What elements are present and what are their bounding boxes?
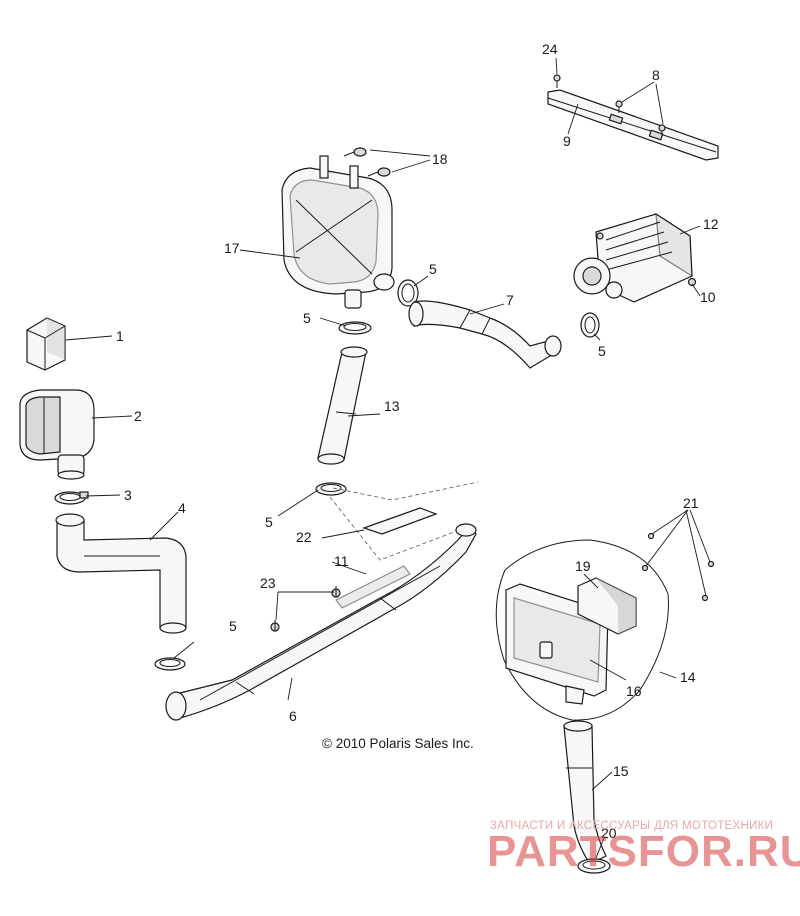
callout-17: 17 xyxy=(224,240,240,256)
callout-24: 24 xyxy=(542,41,558,57)
callout-9: 9 xyxy=(563,133,571,149)
callout-14: 14 xyxy=(680,669,696,685)
part-5-clamp-b xyxy=(397,279,419,307)
part-14-filter-assembly xyxy=(495,539,669,721)
part-5-clamp-d xyxy=(315,482,347,496)
part-19-foam-pad xyxy=(577,577,637,635)
copyright-notice: © 2010 Polaris Sales Inc. xyxy=(322,736,474,751)
part-4-elbow-duct xyxy=(55,513,187,634)
part-12-engine-assembly xyxy=(573,212,693,303)
part-1-foam-block xyxy=(26,317,66,371)
callout-23: 23 xyxy=(260,575,276,591)
part-18-bolts xyxy=(343,147,391,177)
callout-6: 6 xyxy=(289,708,297,724)
callout-22: 22 xyxy=(296,529,312,545)
callout-18: 18 xyxy=(432,151,448,167)
leader-lines xyxy=(65,57,711,859)
part-10-nut xyxy=(687,277,697,287)
part-23-push-pins xyxy=(270,586,341,632)
part-24-screw xyxy=(553,74,561,88)
part-20-clamp xyxy=(577,858,611,874)
callout-7: 7 xyxy=(506,292,514,308)
part-9-bracket xyxy=(547,89,719,161)
callout-5-d: 5 xyxy=(265,514,273,530)
part-13-intake-tube xyxy=(317,346,368,465)
callout-16: 16 xyxy=(626,683,642,699)
callout-5-a: 5 xyxy=(303,310,311,326)
callout-4: 4 xyxy=(178,500,186,516)
callout-11: 11 xyxy=(334,553,349,569)
part-8-screws xyxy=(615,100,666,137)
part-5-clamp-e xyxy=(154,657,186,671)
callout-5-b: 5 xyxy=(429,261,437,277)
callout-12: 12 xyxy=(703,216,719,232)
callout-1: 1 xyxy=(116,328,124,344)
part-3-clamp xyxy=(54,491,89,505)
part-22-foam-strip xyxy=(329,481,479,561)
part-17-resonator-box xyxy=(281,155,395,309)
callout-10: 10 xyxy=(700,289,716,305)
callout-labels: 1 2 3 4 5 5 5 5 5 6 7 8 9 10 11 12 13 14… xyxy=(116,41,719,841)
callout-2: 2 xyxy=(134,408,142,424)
part-6-long-duct xyxy=(165,523,477,721)
part-7-curved-hose xyxy=(408,300,562,369)
part-15-outlet-tube xyxy=(563,720,607,865)
part-16-outlet-neck xyxy=(565,685,585,705)
callout-3: 3 xyxy=(124,487,132,503)
callout-8: 8 xyxy=(652,67,660,83)
part-5-clamp-a xyxy=(338,321,372,335)
part-2-intake-housing xyxy=(19,389,95,480)
callout-13: 13 xyxy=(384,398,400,414)
part-21-screws xyxy=(641,532,715,602)
watermark-tagline: ЗАПЧАСТИ И АКСЕССУАРЫ ДЛЯ МОТОТЕХНИКИ xyxy=(490,820,774,832)
callout-5-c: 5 xyxy=(598,343,606,359)
callout-20: 20 xyxy=(601,825,617,841)
watermark-brand: PARTSFOR.RU xyxy=(487,827,800,876)
callout-15: 15 xyxy=(613,763,629,779)
part-11-duct-section xyxy=(335,565,411,609)
callout-5-e: 5 xyxy=(229,618,237,634)
callout-21: 21 xyxy=(683,495,699,511)
part-5-clamp-c xyxy=(580,312,600,338)
callout-19: 19 xyxy=(575,558,591,574)
